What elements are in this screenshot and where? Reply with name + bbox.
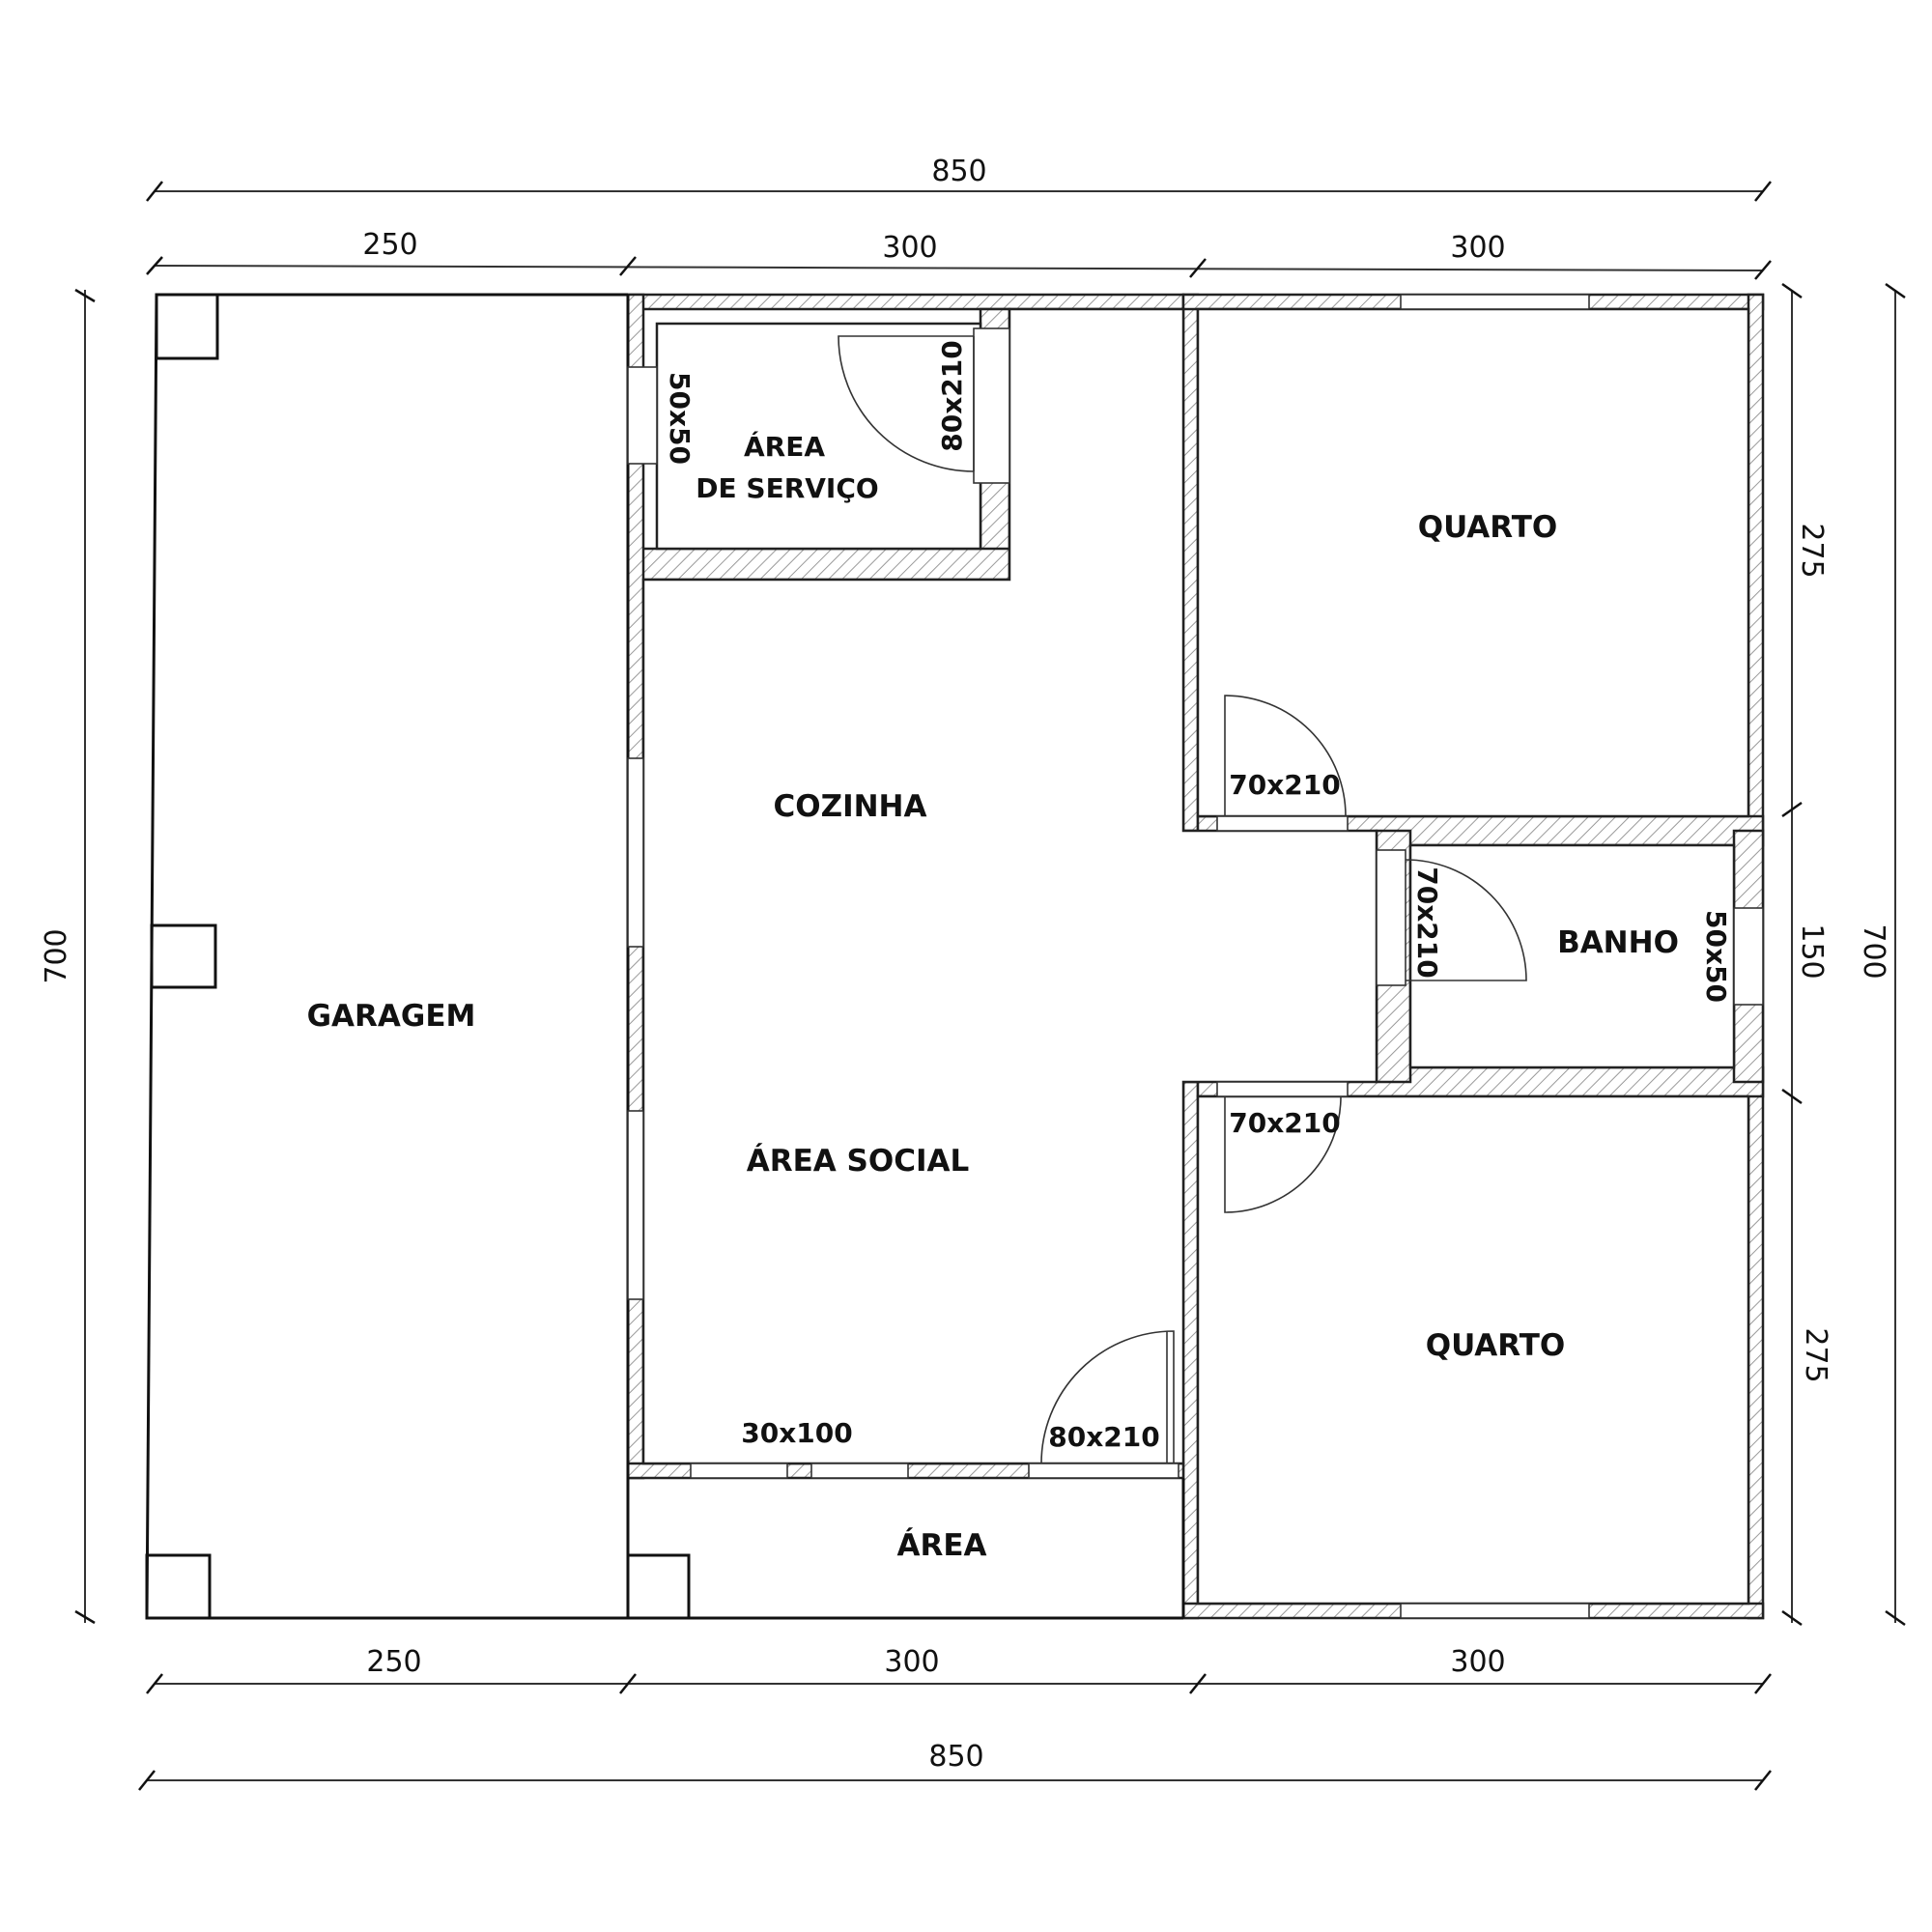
outline-garage	[145, 293, 628, 1620]
room-label-quarto-superior: QUARTO	[1418, 510, 1558, 545]
room-label-quarto-inferior: QUARTO	[1426, 1328, 1566, 1363]
door-frame-quarto-sup	[1216, 815, 1349, 832]
dimension-labels: 850 250 300 300 250 300 300 850 700 275 …	[40, 155, 1890, 1774]
room-label-banho: BANHO	[1557, 925, 1679, 960]
window-quarto-top	[1400, 294, 1590, 310]
door-swing-service	[838, 335, 975, 472]
window-service-left	[627, 366, 658, 465]
dim-bottom-total: 850	[928, 1740, 983, 1774]
door-frame-banho	[1376, 849, 1406, 986]
wall-partition-lower	[1181, 1080, 1200, 1620]
opening-label-janela-sala: 30x100	[741, 1417, 852, 1449]
dim-top-direita: 300	[1450, 231, 1505, 265]
opening-label-porta-servico: 80x210	[936, 340, 968, 451]
window-social-left-1	[627, 757, 644, 948]
wall-service-bottom	[626, 547, 1011, 582]
door-frame-quarto-inf	[1216, 1081, 1349, 1097]
pillar-2	[150, 923, 217, 989]
opening-label-porta-quarto-inferior: 70x210	[1229, 1107, 1340, 1139]
opening-labels: 50x50 80x210 70x210 70x210 50x50 70x210 …	[664, 340, 1732, 1453]
room-labels: GARAGEM ÁREA DE SERVIÇO COZINHA ÁREA SOC…	[307, 430, 1679, 1563]
pillar-3	[145, 1553, 212, 1620]
door-swing-banho	[1405, 859, 1527, 981]
dim-bottom-centro: 300	[884, 1645, 939, 1679]
dim-right-total: 700	[1857, 923, 1890, 979]
opening-label-porta-entrada: 80x210	[1048, 1421, 1159, 1453]
interior-quarto-superior	[1196, 307, 1750, 818]
dim-top-garagem: 250	[362, 228, 417, 262]
interior-banho	[1408, 843, 1736, 1069]
windows	[627, 294, 1764, 1619]
dim-bottom-direita: 300	[1450, 1645, 1505, 1679]
wall-partition-upper	[1181, 293, 1200, 833]
dim-top-centro: 300	[882, 231, 937, 265]
room-label-area: ÁREA	[896, 1528, 986, 1563]
door-swings	[838, 335, 1527, 1464]
door-frame-service	[973, 327, 1010, 484]
dim-line-top-segments	[154, 265, 1764, 271]
opening-label-janela-servico: 50x50	[664, 372, 696, 465]
window-banho-right	[1733, 907, 1764, 1006]
door-swing-entrance	[1040, 1330, 1175, 1464]
room-label-area-servico-1: ÁREA	[744, 430, 825, 463]
room-interiors	[641, 307, 1750, 1605]
room-label-area-servico-2: DE SERVIÇO	[696, 472, 878, 504]
room-label-cozinha: COZINHA	[774, 789, 927, 824]
pillars	[145, 293, 691, 1620]
room-label-garagem: GARAGEM	[307, 999, 476, 1034]
window-social-bottom-1	[690, 1463, 788, 1479]
dim-top-total: 850	[931, 155, 986, 188]
door-swing-quarto-sup	[1224, 695, 1347, 817]
dimension-lines	[74, 181, 1906, 1791]
pillar-4	[626, 1553, 691, 1620]
dim-bottom-garagem: 250	[366, 1645, 421, 1679]
window-social-left-2	[627, 1110, 644, 1300]
opening-label-porta-banho: 70x210	[1411, 867, 1443, 978]
dim-left-total: 700	[40, 928, 73, 983]
door-swing-quarto-inf	[1224, 1095, 1342, 1213]
window-social-bottom-2	[810, 1463, 909, 1479]
pillar-1	[155, 293, 219, 360]
window-quarto-bottom	[1400, 1603, 1590, 1619]
interior-service	[655, 322, 982, 551]
interior-quarto-inferior	[1196, 1094, 1750, 1605]
dim-right-banho: 150	[1795, 923, 1829, 979]
room-label-area-social: ÁREA SOCIAL	[747, 1144, 970, 1179]
opening-label-janela-banho: 50x50	[1700, 910, 1732, 1003]
dim-right-quarto-inferior: 275	[1799, 1327, 1833, 1382]
wall-centre-top	[626, 293, 1185, 311]
opening-label-porta-quarto-superior: 70x210	[1229, 769, 1340, 801]
door-frame-entrance	[1028, 1463, 1179, 1479]
dim-right-quarto-superior: 275	[1795, 523, 1829, 578]
